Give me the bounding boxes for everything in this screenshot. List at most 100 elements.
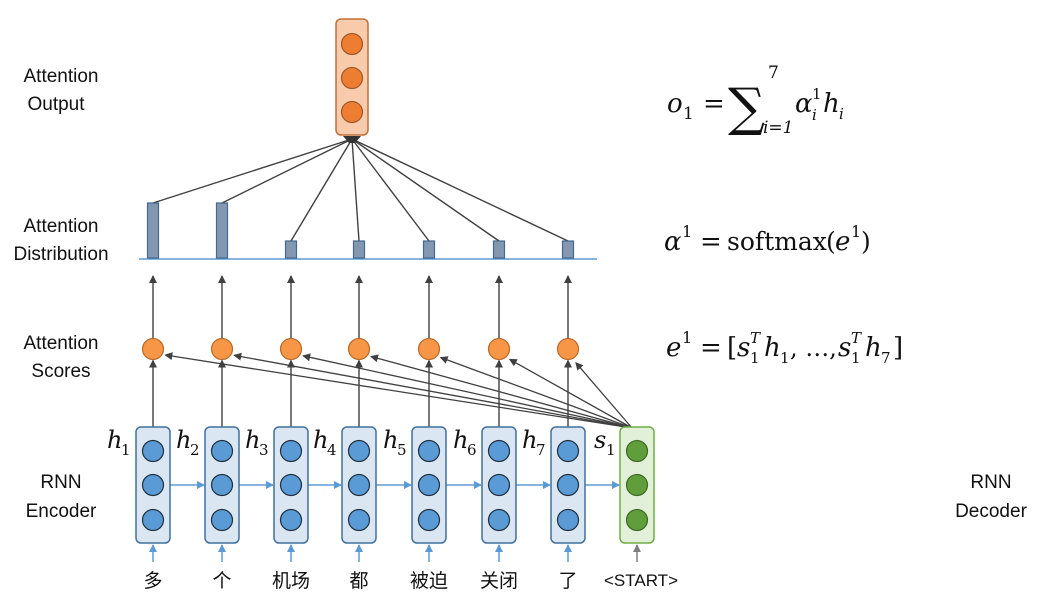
eq-scores-s7: s xyxy=(838,333,851,363)
input-word: 个 xyxy=(212,570,231,592)
label-attention-distribution-line1: Attention xyxy=(24,216,99,237)
label-attention-output-line1: Attention xyxy=(24,66,99,87)
eq-scores-h7-sub: 7 xyxy=(881,349,891,367)
encoder-unit xyxy=(417,473,441,497)
svg-text:h: h xyxy=(176,426,191,454)
bar-to-output-line xyxy=(351,138,360,242)
svg-text:1: 1 xyxy=(121,441,131,459)
encoder-cell xyxy=(273,426,309,544)
label-rnn-encoder-line1: RNN xyxy=(40,472,81,493)
encoder-unit xyxy=(279,473,303,497)
decoder-to-score-arrow xyxy=(439,356,633,429)
attention-bar xyxy=(561,240,575,259)
eq-output-alpha-sub: i xyxy=(812,106,817,124)
input-word: 多 xyxy=(143,570,162,592)
eq-output-sigma: ∑ xyxy=(728,78,765,138)
decoder-unit xyxy=(625,473,649,497)
input-word: 被迫 xyxy=(410,570,448,592)
eq-dist-e-sup: 1 xyxy=(851,222,861,241)
encoder-unit xyxy=(556,508,580,532)
decoder-unit xyxy=(625,508,649,532)
eq-scores-s1-sup: T xyxy=(750,329,761,347)
encoder-cell xyxy=(341,426,377,544)
eq-scores-h7: h xyxy=(865,333,882,363)
hidden-state-label: h7 xyxy=(522,426,546,459)
eq-output-sum-upper: 7 xyxy=(768,63,779,83)
encoder-cell xyxy=(411,426,447,544)
hidden-state-label: h6 xyxy=(453,426,477,459)
input-word: 机场 xyxy=(272,570,310,592)
svg-text:5: 5 xyxy=(397,441,407,459)
eq-output-h: h xyxy=(823,89,840,119)
attention-score-unit xyxy=(487,337,511,361)
hidden-state-label: h1 xyxy=(107,426,131,459)
svg-text:1: 1 xyxy=(606,441,616,459)
equation-attention-distribution: α 1 = softmax ( e 1 ) xyxy=(664,222,871,257)
encoder-unit xyxy=(210,508,234,532)
svg-text:h: h xyxy=(313,426,328,454)
decoder-to-score-arrow xyxy=(370,354,633,429)
label-attention-scores-line1: Attention xyxy=(24,333,99,354)
encoder-unit xyxy=(141,508,165,532)
bar-to-output-line xyxy=(351,138,569,242)
decoder-to-score-arrow xyxy=(233,352,633,429)
attention-bar xyxy=(352,240,366,259)
start-token: <START> xyxy=(604,571,678,590)
encoder-unit xyxy=(210,439,234,463)
label-attention-distribution-line2: Distribution xyxy=(13,244,108,265)
label-rnn-encoder-line2: Encoder xyxy=(26,501,97,522)
decoder-to-score-arrow xyxy=(164,352,633,429)
eq-output-lhs-sub: 1 xyxy=(683,104,694,124)
eq-output-alpha-sup: 1 xyxy=(812,85,822,103)
encoder-cell xyxy=(550,426,586,544)
svg-text:h: h xyxy=(383,426,398,454)
eq-dist-alpha-sup: 1 xyxy=(682,222,692,241)
attention-bar xyxy=(422,240,436,259)
attention-score-unit xyxy=(279,337,303,361)
svg-text:h: h xyxy=(453,426,468,454)
equation-attention-output: o 1 = ∑ 7 i=1 α 1 i h i xyxy=(667,63,844,138)
eq-scores-h1-sub: 1 xyxy=(780,349,790,367)
encoder-cell xyxy=(204,426,240,544)
eq-scores-e-sup: 1 xyxy=(682,328,692,347)
encoder-unit xyxy=(210,473,234,497)
decoder-to-score-arrow xyxy=(302,353,633,429)
attention-score-unit xyxy=(556,337,580,361)
eq-dist-equals: = xyxy=(700,227,722,257)
label-attention-output-line2: Output xyxy=(27,94,85,115)
svg-text:s: s xyxy=(594,426,606,454)
rnn-encoder-cells xyxy=(135,426,586,544)
svg-text:3: 3 xyxy=(259,441,269,459)
eq-dist-e: e xyxy=(835,227,850,257)
hidden-state-label: h4 xyxy=(313,426,337,459)
eq-output-equals: = xyxy=(703,89,725,119)
encoder-unit xyxy=(556,439,580,463)
eq-output-h-sub: i xyxy=(839,105,844,123)
eq-output-alpha: α xyxy=(795,89,813,119)
encoder-unit xyxy=(279,439,303,463)
hidden-state-label: h5 xyxy=(383,426,407,459)
label-rnn-decoder-line1: RNN xyxy=(970,472,1011,493)
attention-bar xyxy=(492,240,506,259)
attention-score-unit xyxy=(141,337,165,361)
bar-to-output-line xyxy=(351,138,500,242)
eq-dist-paren-open: ( xyxy=(826,227,836,256)
decoder-unit xyxy=(625,439,649,463)
svg-text:h: h xyxy=(107,426,122,454)
attention-score-unit xyxy=(347,337,371,361)
encoder-unit xyxy=(487,439,511,463)
encoder-cell xyxy=(135,426,171,544)
output-hub xyxy=(343,136,361,143)
attention-output-cell xyxy=(335,18,369,136)
eq-scores-s7-sub: 1 xyxy=(851,349,861,367)
label-rnn-decoder-line2: Decoder xyxy=(955,501,1027,522)
label-attention-scores-line2: Scores xyxy=(31,361,90,382)
encoder-unit xyxy=(487,508,511,532)
attention-bar xyxy=(146,202,160,259)
svg-text:4: 4 xyxy=(327,441,337,459)
encoder-unit xyxy=(141,473,165,497)
eq-dist-paren-close: ) xyxy=(861,227,871,256)
svg-text:h: h xyxy=(522,426,537,454)
